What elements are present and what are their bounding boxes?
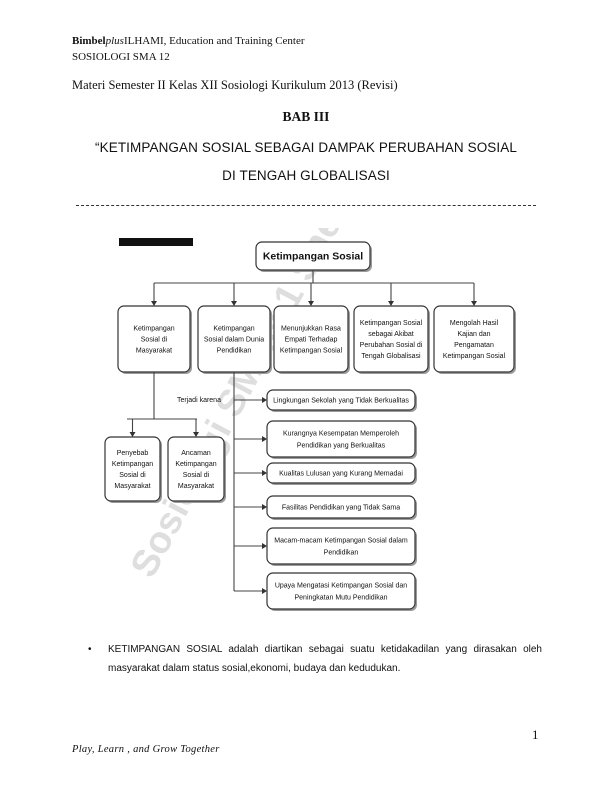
right-l2-node-3-label-line-1: Kualitas Lulusan yang Kurang Memadai — [279, 470, 403, 477]
header-subject-line: SOSIOLOGI SMA 12 — [72, 51, 170, 63]
brand-bold: Bimbel — [72, 35, 106, 47]
right-l2-arrow-3 — [262, 470, 267, 476]
right-l2-arrow-2 — [262, 436, 267, 442]
bullet-dot-icon: • — [88, 644, 92, 655]
level1-node-4-label-line-4: Tengah Globalisasi — [361, 353, 421, 360]
root-node-label-line-1: Ketimpangan Sosial — [263, 251, 363, 263]
right-l2-node-4-label-line-1: Fasilitas Pendidikan yang Tidak Sama — [282, 504, 400, 511]
level1-arrow-3 — [308, 301, 314, 306]
right-l2-node-2-label-line-1: Kurangnya Kesempatan Memperoleh — [283, 430, 399, 437]
level1-node-3-label-line-3: Ketimpangan Sosial — [280, 347, 343, 354]
definition-text: KETIMPANGAN SOSIAL adalah diartikan seba… — [108, 644, 542, 674]
right-l2-node-4 — [266, 495, 416, 519]
connector-label: Terjadi karena — [177, 397, 221, 404]
right-l2-node-5 — [266, 527, 416, 565]
left-l2-node-1-label-line-4: Masyarakat — [114, 483, 150, 490]
right-l2-arrow-6 — [262, 588, 267, 594]
footer-tagline: Play, Learn , and Grow Together — [72, 744, 220, 755]
right-l2-node-6-label-line-2: Peningkatan Mutu Pendidikan — [294, 594, 387, 601]
level1-node-3 — [273, 305, 349, 373]
right-l2-node-3 — [266, 462, 416, 484]
right-l2-node-6-label-line-1: Upaya Mengatasi Ketimpangan Sosial dan — [275, 582, 407, 589]
left-l2-node-2-label-line-2: Ketimpangan — [175, 461, 216, 468]
left-l2-arrow-1 — [129, 432, 136, 437]
level1-node-5-label-line-2: Kajian dan — [457, 331, 490, 338]
chapter-title: “KETIMPANGAN SOSIAL SEBAGAI DAMPAK PERUB… — [66, 134, 546, 190]
level1-arrow-4 — [388, 301, 394, 306]
definition-bullet: • KETIMPANGAN SOSIAL adalah diartikan se… — [82, 640, 542, 678]
separator-dashed — [76, 205, 536, 206]
right-l2-node-2-label-line-2: Pendidikan yang Berkualitas — [297, 442, 386, 449]
level1-node-4 — [353, 305, 429, 373]
level1-node-5-label-line-1: Mengolah Hasil — [450, 320, 499, 327]
chapter-title-line2: DI TENGAH GLOBALISASI — [222, 168, 390, 183]
left-l2-node-1-label-line-2: Ketimpangan — [112, 461, 153, 468]
level1-node-3-label-line-2: Empati Terhadap — [285, 336, 338, 343]
right-l2-node-1 — [266, 389, 416, 411]
level1-arrow-1 — [151, 301, 157, 306]
level1-node-4-label-line-1: Ketimpangan Sosial — [360, 320, 423, 327]
level1-node-1-label-line-1: Ketimpangan — [133, 325, 174, 332]
page-number: 1 — [532, 727, 539, 742]
left-l2-node-2 — [167, 436, 225, 502]
right-l2-arrow-1 — [262, 397, 267, 403]
level1-node-4-label-line-2: sebagai Akibat — [368, 331, 414, 338]
material-subject: Materi Semester II Kelas XII Sosiologi K… — [72, 78, 398, 92]
decorative-bar — [119, 238, 193, 246]
chapter-title-line1: “KETIMPANGAN SOSIAL SEBAGAI DAMPAK PERUB… — [95, 140, 517, 155]
brand-italic: plus — [105, 35, 124, 47]
right-l2-node-1-label-line-1: Lingkungan Sekolah yang Tidak Berkualita… — [273, 397, 409, 404]
level1-node-5 — [433, 305, 515, 373]
level1-node-2-label-line-3: Pendidikan — [217, 347, 252, 354]
right-l2-node-2 — [266, 420, 416, 458]
level1-node-2-label-line-1: Ketimpangan — [213, 325, 254, 332]
right-l2-node-5-label-line-1: Macam-macam Ketimpangan Sosial dalam — [274, 537, 408, 544]
level1-arrow-2 — [231, 301, 237, 306]
chapter-heading: BAB III — [282, 109, 330, 124]
level1-node-3-label-line-1: Menunjukkan Rasa — [281, 325, 341, 332]
left-l2-node-2-label-line-1: Ancaman — [181, 450, 211, 457]
level1-node-5-label-line-4: Ketimpangan Sosial — [443, 353, 506, 360]
right-l2-arrow-4 — [262, 504, 267, 510]
level1-arrow-5 — [471, 301, 477, 306]
left-l2-node-2-label-line-3: Sosial di — [183, 472, 210, 479]
left-l2-node-1-label-line-1: Penyebab — [117, 450, 149, 457]
header-institution: BimbelplusILHAMI, Education and Training… — [72, 35, 305, 47]
left-l2-node-1-label-line-3: Sosial di — [119, 472, 146, 479]
brand-rest: ILHAMI, Education and Training Center — [123, 35, 305, 47]
right-l2-arrow-5 — [262, 543, 267, 549]
left-l2-node-2-label-line-4: Masyarakat — [178, 483, 214, 490]
level1-node-5-label-line-3: Pengamatan — [454, 342, 494, 349]
right-l2-node-5-label-line-2: Pendidikan — [324, 549, 359, 556]
level1-node-2-label-line-2: Sosial dalam Dunia — [204, 336, 264, 343]
level1-node-1-label-line-2: Sosial di — [141, 336, 168, 343]
level1-node-4-label-line-3: Perubahan Sosial di — [360, 342, 423, 349]
left-l2-node-1 — [104, 436, 161, 502]
level1-node-1-label-line-3: Masyarakat — [136, 347, 172, 354]
left-l2-arrow-2 — [193, 432, 199, 437]
right-l2-node-6 — [266, 572, 416, 610]
